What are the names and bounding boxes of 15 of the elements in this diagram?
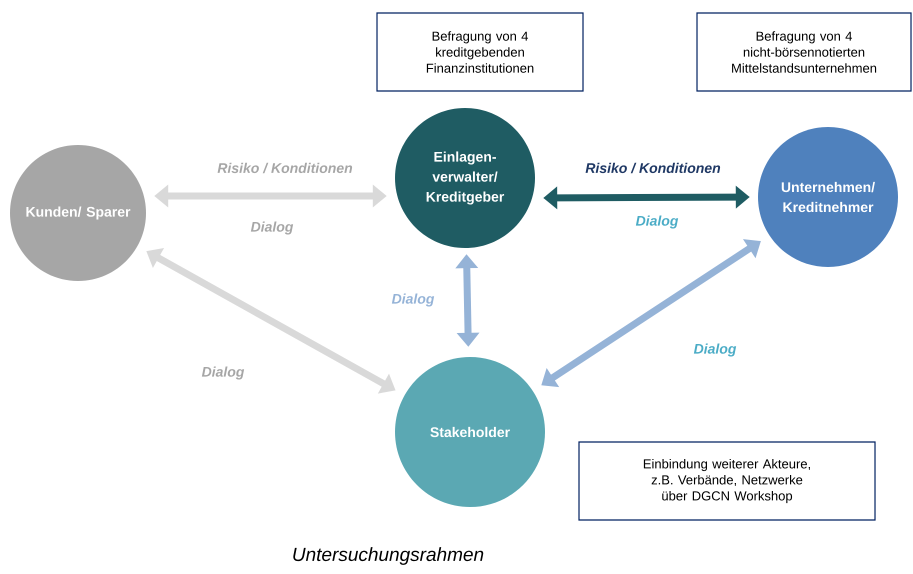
- edge-label: Dialog: [694, 343, 736, 357]
- circle-node: Einlagen- verwalter/ Kreditgeber: [395, 108, 535, 248]
- arrow-label: Dialog: [250, 221, 294, 235]
- caption: Untersuchungsrahmen: [293, 547, 484, 565]
- edge-label: Risiko / Konditionen: [218, 162, 352, 174]
- arrow-label: Dialog: [636, 215, 678, 229]
- info-box: Einbindung weiterer Akteure, z.B. Verbände, Netzwerke über DGCN Workshop: [578, 441, 876, 521]
- circle-node: Unternehmen/ Kreditnehmer: [758, 127, 898, 267]
- edge-label: Dialog: [202, 366, 244, 380]
- info-box: Befragung von 4 kreditgebenden Finanzinstitutionen: [376, 12, 584, 92]
- edge-label: Risiko / Konditionen: [586, 162, 720, 174]
- info-box: Befragung von 4 nicht-börsennotierten Mittelstandsunternehmen: [696, 12, 912, 92]
- circle-node: Kunden/ Sparer: [10, 145, 146, 281]
- circle-node: Stakeholder: [395, 357, 545, 507]
- edge-label: Dialog: [392, 293, 434, 307]
